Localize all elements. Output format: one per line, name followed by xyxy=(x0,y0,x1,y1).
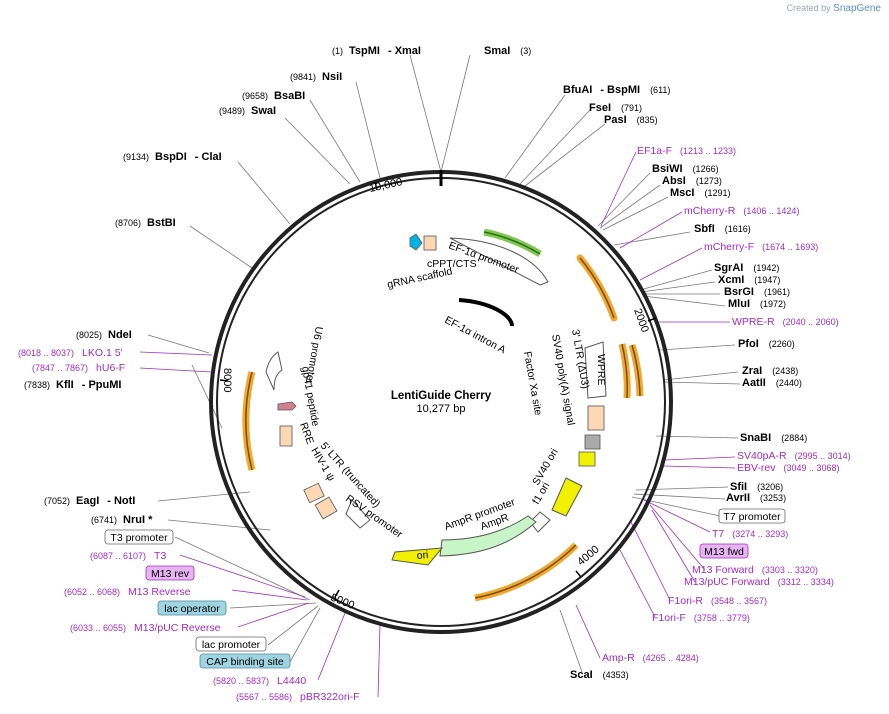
feat-ori: ori xyxy=(416,549,429,562)
box-m13-rev: M13 rev xyxy=(151,568,190,580)
primer-m13puc-reverse: (6033 .. 6055)M13/pUC Reverse xyxy=(70,622,221,634)
site-bspdi: (9134)BspDI- ClaI xyxy=(123,151,222,163)
site-eagi: (7052)EagI- NotI xyxy=(44,495,135,507)
ruler-label-4000: 4000 xyxy=(575,543,601,568)
site-pasi: PasI(835) xyxy=(604,114,658,126)
primer-amp-r: Amp-R(4265 .. 4284) xyxy=(602,652,699,664)
primer-ef1a-f: EF1a-F(1213 .. 1233) xyxy=(637,145,736,157)
feat-ef1a-intron: EF-1α intron A xyxy=(443,314,508,356)
site-msci: MscI(1291) xyxy=(670,187,730,199)
box-m13-fwd: M13 fwd xyxy=(704,546,744,558)
primer-hu6-f: (7847 .. 7867)hU6-F xyxy=(32,362,125,374)
plasmid-size: 10,277 bp xyxy=(417,403,466,415)
primer-m13-forward: M13 Forward(3303 .. 3320) xyxy=(692,564,818,576)
site-bsrgi: BsrGI(1961) xyxy=(724,286,790,298)
site-ndei: (8025)NdeI xyxy=(76,329,132,341)
feat-grna-scaffold: gRNA scaffold xyxy=(386,265,454,291)
site-kfli: (7838)KflI- PpuMI xyxy=(24,379,121,391)
plasmid-name: LentiGuide Cherry xyxy=(391,390,492,402)
ruler: 10,000 2000 4000 5000 8000 xyxy=(219,176,657,612)
box-t3-promoter: T3 promoter xyxy=(110,532,168,544)
leader-lines xyxy=(147,54,741,673)
primer-wpre-r: WPRE-R(2040 .. 2060) xyxy=(732,316,839,328)
feat-cppt: cPPT/CTS xyxy=(427,258,477,270)
site-aatii: AatII(2440) xyxy=(742,377,802,389)
box-cap-binding-site: CAP binding site xyxy=(206,656,284,668)
feat-factor-xa: Factor Xa site xyxy=(521,350,544,416)
snapgene-logo: SnapGene xyxy=(833,3,881,14)
credit-prefix: Created by xyxy=(786,3,831,13)
plasmid-backbone-inner xyxy=(216,177,666,627)
feat-sv40-ori: SV40 ori xyxy=(530,447,561,488)
feat-gp41: gp41 peptide xyxy=(299,365,321,427)
primer-f1ori-r: F1ori-R(3548 .. 3567) xyxy=(668,595,767,607)
site-bsiwi: BsiWI(1266) xyxy=(652,163,719,175)
primer-f1ori-f: F1ori-F(3758 .. 3779) xyxy=(652,612,750,624)
primer-labels: EF1a-F(1213 .. 1233) mCherry-R(1406 .. 1… xyxy=(18,145,851,703)
primer-l4440: (5820 .. 5837)L4440 xyxy=(213,675,306,687)
primer-mcherry-r: mCherry-R(1406 .. 1424) xyxy=(684,205,799,217)
site-nsii: (9841)NsiI xyxy=(290,71,342,83)
boxed-features: T7 promoter M13 fwd T3 promoter M13 rev … xyxy=(104,508,786,669)
site-pfoi: PfoI(2260) xyxy=(738,338,795,350)
primer-t3: (6087 .. 6107)T3 xyxy=(90,550,166,562)
box-lac-operator: lac operator xyxy=(164,603,220,615)
primer-m13-reverse: (6052 .. 6068)M13 Reverse xyxy=(64,586,191,598)
primer-m13puc-forward: M13/pUC Forward(3312 .. 3334) xyxy=(684,576,834,588)
primer-ebv-rev: EBV-rev(3049 .. 3068) xyxy=(737,462,840,474)
snapgene-credit: Created by SnapGene xyxy=(787,3,881,14)
site-bsabi: (9658)BsaBI xyxy=(242,90,305,102)
plasmid-backbone xyxy=(209,170,673,634)
site-bstbi: (8706)BstBI xyxy=(115,217,176,229)
restriction-sites: (1)TspMI- XmaI SmaI(3) (9841)NsiI (9658)… xyxy=(24,45,807,681)
site-tspmi: (1)TspMI- XmaI xyxy=(332,45,421,57)
primer-pbr322ori-f: (5567 .. 5586)pBR322ori-F xyxy=(236,691,360,703)
feat-wpre: WPRE xyxy=(595,354,607,386)
site-swai: (9489)SwaI xyxy=(219,105,276,117)
site-zrai: ZraI(2438) xyxy=(742,365,798,377)
ruler-label-2000: 2000 xyxy=(631,307,651,334)
site-scai: ScaI(4353) xyxy=(570,669,629,681)
site-xcmi: XcmI(1947) xyxy=(718,274,780,286)
site-sbfi: SbfI(1616) xyxy=(694,223,751,235)
site-smai: SmaI(3) xyxy=(484,45,531,57)
inner-features xyxy=(265,233,607,566)
site-nrui: (6741)NruI * xyxy=(91,514,153,526)
site-mlui: MluI(1972) xyxy=(728,298,786,310)
site-avrii: AvrII(3253) xyxy=(726,492,786,504)
ruler-label-10000: 10,000 xyxy=(368,176,403,195)
primer-t7: T7(3274 .. 3293) xyxy=(712,528,788,540)
primer-lko1: (8018 .. 8037)LKO.1 5' xyxy=(18,347,123,359)
primer-mcherry-f: mCherry-F(1674 .. 1693) xyxy=(704,241,818,253)
ruler-label-8000: 8000 xyxy=(221,368,233,392)
site-sfii: SfiI(3206) xyxy=(730,481,783,493)
site-fsei: FseI(791) xyxy=(589,102,642,114)
box-t7-promoter: T7 promoter xyxy=(723,511,781,523)
feature-arcs xyxy=(242,228,644,602)
site-bfuai: BfuAI- BspMI(611) xyxy=(563,84,670,96)
box-lac-promoter: lac promoter xyxy=(202,639,261,651)
site-snabi: SnaBI(2884) xyxy=(740,432,807,444)
primer-leaders xyxy=(139,151,736,698)
primer-sv40pa-r: SV40pA-R(2995 .. 3014) xyxy=(737,450,851,462)
site-sgrai: SgrAI(1942) xyxy=(714,262,779,274)
site-absi: AbsI(1273) xyxy=(662,175,722,187)
